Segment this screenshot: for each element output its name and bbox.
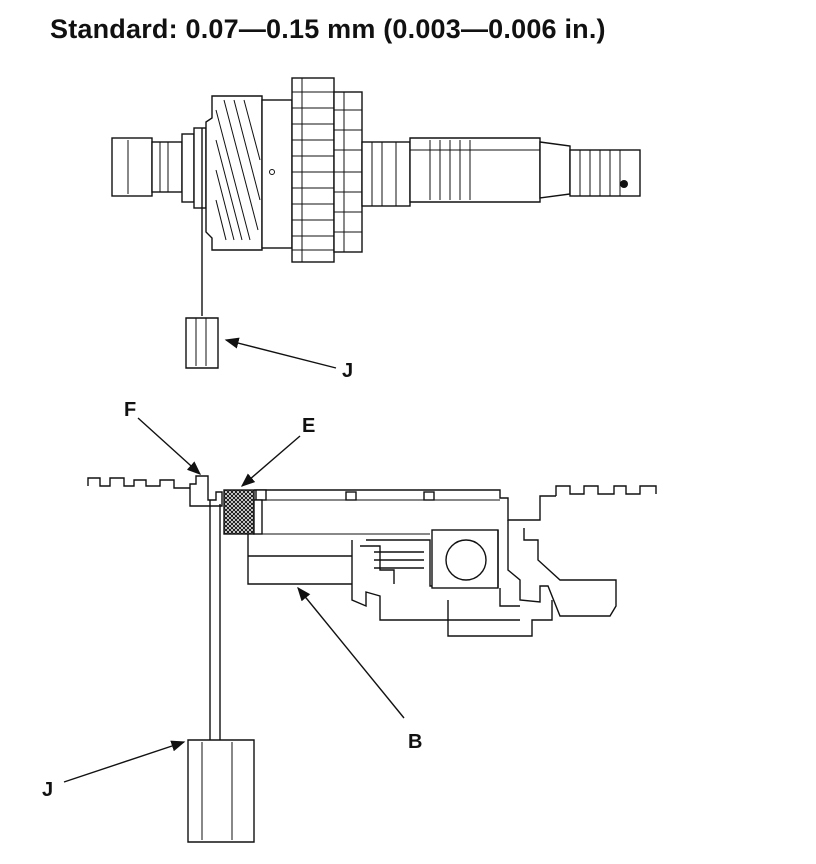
feeler-gauge-top <box>185 128 219 369</box>
leader-e <box>240 435 301 487</box>
label-e: E <box>302 415 315 437</box>
feeler-gauge-bottom <box>187 500 255 843</box>
standard-spec-text: Standard: 0.07—0.15 mm (0.003—0.006 in.) <box>50 14 606 44</box>
leader-b <box>297 586 405 719</box>
label-f: F <box>124 399 136 421</box>
section-assembly <box>87 475 657 637</box>
leader-f <box>137 417 202 475</box>
label-j-bottom: J <box>42 779 53 801</box>
leader-j-bottom <box>63 740 186 783</box>
leader-j-top <box>224 337 337 369</box>
label-j-top: J <box>342 360 353 382</box>
shaft-assembly <box>111 77 641 263</box>
label-b: B <box>408 731 422 753</box>
